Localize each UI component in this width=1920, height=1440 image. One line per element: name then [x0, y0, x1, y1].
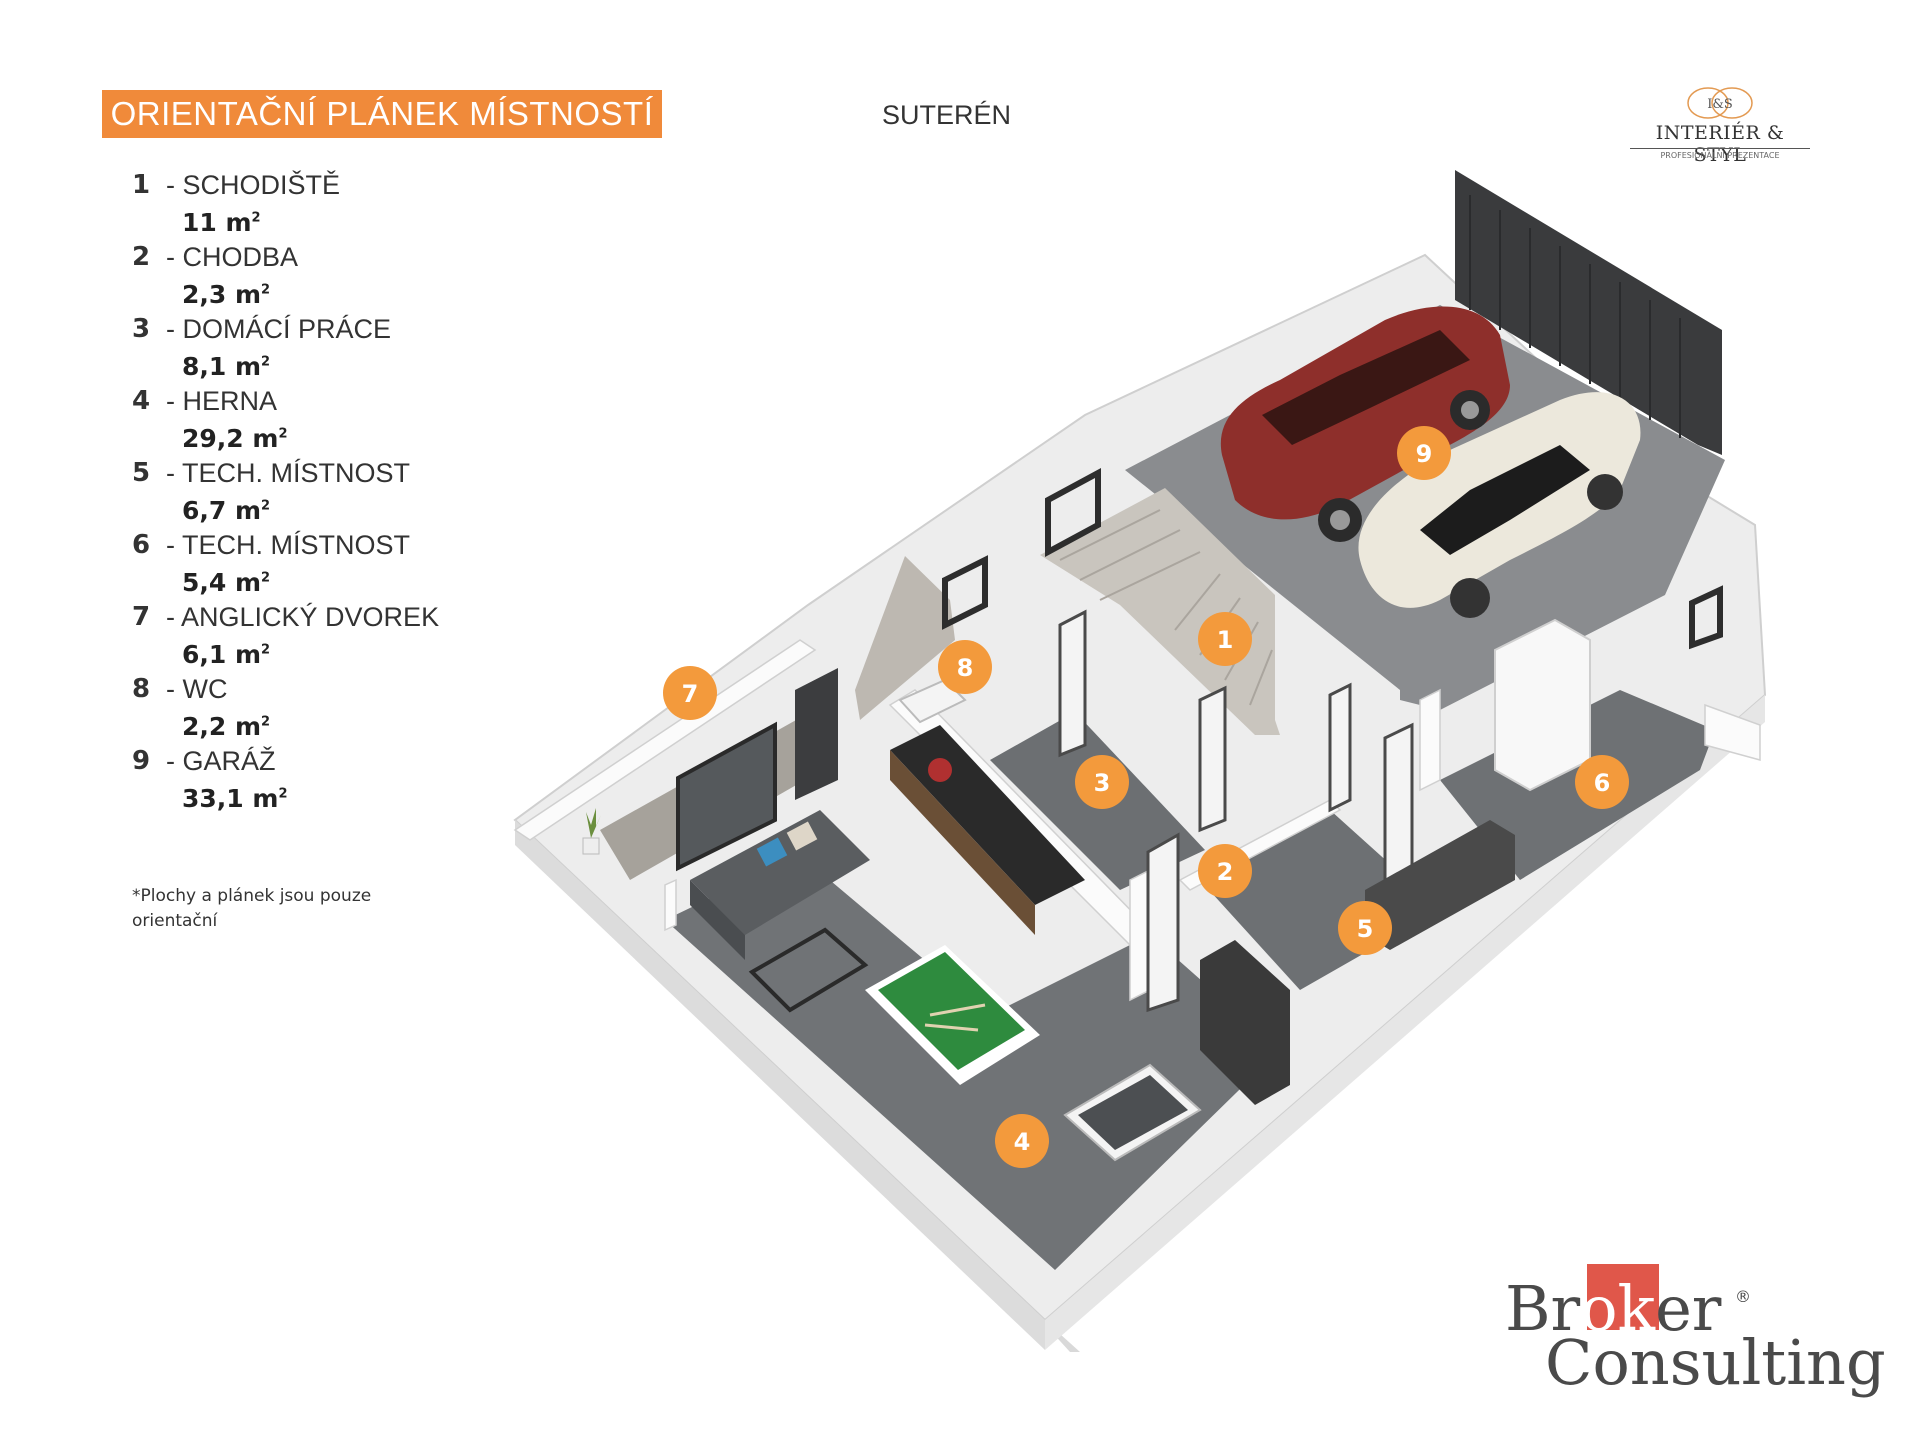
- legend-item: 9 - GARÁŽ 33,1 m2: [132, 746, 552, 818]
- room-legend: 1 - SCHODIŠTĚ 11 m2 2 - CHODBA 2,3 m2 3 …: [132, 170, 552, 818]
- staircase-main: [1040, 488, 1280, 735]
- legend-number: 1: [132, 170, 151, 200]
- svg-text:2: 2: [1217, 858, 1234, 886]
- cellar-door: [795, 668, 838, 800]
- boiler-unit: [1494, 618, 1591, 792]
- logo-red-square: [1587, 1264, 1659, 1330]
- tech-shelf: [1365, 820, 1515, 950]
- slab-front-edge: [515, 820, 1045, 1350]
- room-marker-7: 7: [663, 666, 717, 720]
- suv-car: [1220, 306, 1510, 542]
- legend-area: 5,4 m2: [182, 568, 271, 597]
- interier-styl-logo: I&S INTERIÉR & STYL PROFESIONÁLNÍ PREZEN…: [1630, 86, 1810, 166]
- legend-area: 6,1 m2: [182, 640, 271, 669]
- plant-icon: [582, 808, 601, 855]
- legend-area: 29,2 m2: [182, 424, 288, 453]
- foosball-table: [1063, 1063, 1202, 1162]
- legend-number: 2: [132, 242, 151, 272]
- legend-room-name: - GARÁŽ: [166, 746, 276, 776]
- legend-item: 8 - WC 2,2 m2: [132, 674, 552, 746]
- room-markers: 1 2 3 4 5 6 7 8 9: [663, 426, 1629, 1168]
- svg-text:Broker: Broker: [1505, 1272, 1722, 1345]
- room-marker-4: 4: [995, 1114, 1049, 1168]
- staircase-outdoor: [855, 556, 955, 720]
- plan-title: ORIENTAČNÍ PLÁNEK MÍSTNOSTÍ: [102, 90, 662, 138]
- legend-area: 2,2 m2: [182, 712, 271, 741]
- legend-item: 3 - DOMÁCÍ PRÁCE 8,1 m2: [132, 314, 552, 386]
- legend-area: 11 m2: [182, 208, 261, 237]
- room-marker-2: 2: [1198, 844, 1252, 898]
- legend-area: 33,1 m2: [182, 784, 288, 813]
- bar-counter: [890, 725, 1085, 935]
- svg-text:3: 3: [1094, 769, 1111, 797]
- legend-item: 6 - TECH. MÍSTNOST 5,4 m2: [132, 530, 552, 602]
- legend-room-name: - WC: [166, 674, 228, 704]
- legend-item: 5 - TECH. MÍSTNOST 6,7 m2: [132, 458, 552, 530]
- legend-room-name: - TECH. MÍSTNOST: [166, 458, 411, 488]
- stair-steps: [1059, 509, 1273, 706]
- legend-number: 4: [132, 386, 151, 416]
- legend-area: 2,3 m2: [182, 280, 271, 309]
- legend-number: 9: [132, 746, 151, 776]
- legend-item: 1 - SCHODIŠTĚ 11 m2: [132, 170, 552, 242]
- legend-item: 7 - ANGLICKÝ DVOREK 6,1 m2: [132, 602, 552, 674]
- garage-door-slats: [1469, 195, 1681, 438]
- wc-sink: [898, 678, 967, 724]
- room-marker-6: 6: [1575, 755, 1629, 809]
- room-marker-1: 1: [1198, 612, 1252, 666]
- doors: [1058, 609, 1414, 1013]
- roadster-car: [1358, 392, 1641, 618]
- monogram-text: I&S: [1707, 97, 1733, 112]
- legend-area: 8,1 m2: [182, 352, 271, 381]
- svg-text:Consulting: Consulting: [1545, 1326, 1886, 1399]
- legend-item: 4 - HERNA 29,2 m2: [132, 386, 552, 458]
- legend-number: 5: [132, 458, 151, 488]
- legend-number: 8: [132, 674, 151, 704]
- shelving-unit: [1200, 940, 1290, 1105]
- legend-number: 6: [132, 530, 151, 560]
- legend-item: 2 - CHODBA 2,3 m2: [132, 242, 552, 314]
- svg-text:4: 4: [1014, 1128, 1031, 1156]
- sofa: [690, 810, 870, 960]
- garage-door: [1455, 170, 1722, 455]
- room-marker-3: 3: [1075, 755, 1129, 809]
- svg-text:6: 6: [1594, 769, 1611, 797]
- legend-room-name: - CHODBA: [166, 242, 299, 272]
- broker-consulting-logo: Broker ® Consulting: [1505, 1264, 1886, 1399]
- legend-room-name: - SCHODIŠTĚ: [166, 170, 341, 200]
- monogram-icon: I&S: [1687, 87, 1753, 119]
- coffee-table: [748, 927, 869, 1013]
- legend-room-name: - DOMÁCÍ PRÁCE: [166, 314, 392, 344]
- svg-text:5: 5: [1357, 915, 1374, 943]
- legend-room-name: - TECH. MÍSTNOST: [166, 530, 411, 560]
- disclaimer-note: *Plochy a plánek jsou pouze orientační: [132, 886, 372, 931]
- svg-text:1: 1: [1217, 626, 1234, 654]
- floor-label: SUTERÉN: [882, 100, 1012, 130]
- legend-number: 3: [132, 314, 151, 344]
- legend-room-name: - HERNA: [166, 386, 278, 416]
- brand-tagline: PROFESIONÁLNÍ PREZENTACE: [1630, 148, 1810, 160]
- svg-text:7: 7: [682, 680, 699, 708]
- svg-text:8: 8: [957, 654, 974, 682]
- svg-text:®: ®: [1735, 1287, 1751, 1306]
- brand-name: INTERIÉR & STYL: [1655, 122, 1785, 166]
- legend-number: 7: [132, 602, 151, 632]
- legend-area: 6,7 m2: [182, 496, 271, 525]
- room-marker-8: 8: [938, 640, 992, 694]
- room-marker-9: 9: [1397, 426, 1451, 480]
- wall-windows: [942, 467, 1723, 650]
- legend-room-name: - ANGLICKÝ DVOREK: [166, 602, 440, 632]
- slab-right-edge: [1045, 695, 1765, 1350]
- window-outdoor: [676, 721, 777, 872]
- room-marker-5: 5: [1338, 901, 1392, 955]
- pool-table: [865, 945, 1040, 1085]
- svg-text:9: 9: [1416, 440, 1433, 468]
